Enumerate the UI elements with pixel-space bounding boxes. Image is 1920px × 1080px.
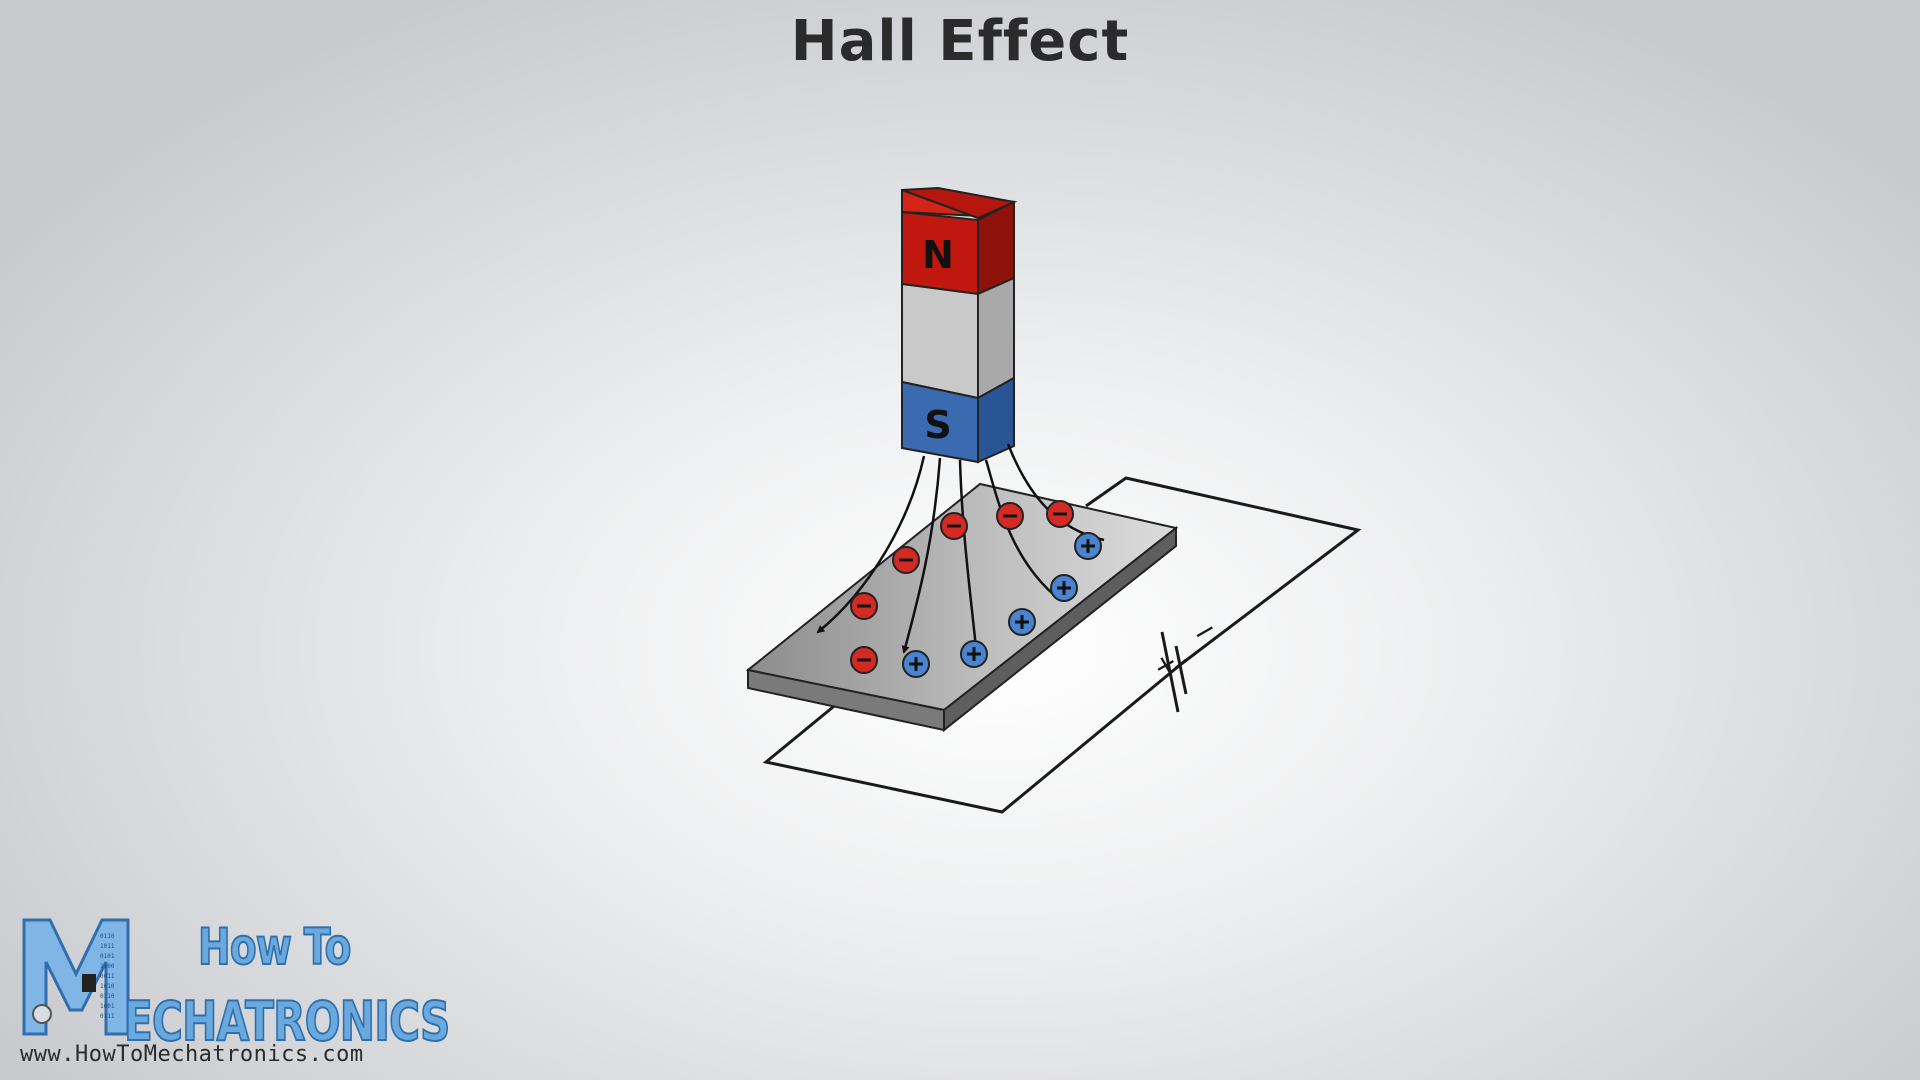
negative-charge-icon bbox=[850, 592, 878, 620]
svg-text:0101: 0101 bbox=[100, 953, 115, 960]
negative-charge-icon bbox=[892, 546, 920, 574]
page-title: Hall Effect bbox=[790, 9, 1130, 74]
positive-charge-icon bbox=[1074, 532, 1102, 560]
negative-charge-icon bbox=[940, 512, 968, 540]
svg-text:1011: 1011 bbox=[100, 943, 115, 950]
negative-charge-icon bbox=[1046, 500, 1074, 528]
logo-line-1: How To bbox=[197, 917, 352, 977]
positive-charge-icon bbox=[1050, 574, 1078, 602]
svg-text:0110: 0110 bbox=[100, 993, 115, 1000]
svg-text:1010: 1010 bbox=[100, 983, 115, 990]
brand-logo: 0110 1011 0101 1100 0011 1010 0110 1001 0111 H… bbox=[14, 910, 451, 1076]
charges bbox=[850, 500, 1102, 678]
negative-charge-icon bbox=[996, 502, 1024, 530]
north-pole-label: N bbox=[922, 233, 954, 277]
svg-text:0110: 0110 bbox=[100, 933, 115, 940]
magnetic-field-lines bbox=[816, 443, 1105, 654]
svg-text:1001: 1001 bbox=[100, 1003, 115, 1010]
svg-text:0111: 0111 bbox=[100, 1013, 115, 1020]
logo-m-icon: 0110 1011 0101 1100 0011 1010 0110 1001 0111 bbox=[22, 918, 130, 1036]
positive-charge-icon bbox=[960, 640, 988, 668]
logo-url: www.HowToMechatronics.com bbox=[20, 1042, 364, 1067]
bar-magnet bbox=[901, 186, 1018, 464]
circuit-wire bbox=[762, 476, 1362, 814]
svg-text:1100: 1100 bbox=[100, 963, 115, 970]
logo-line-2: ECHATRONICS bbox=[123, 989, 451, 1054]
positive-charge-icon bbox=[1008, 608, 1036, 636]
negative-charge-icon bbox=[850, 646, 878, 674]
south-pole-label: S bbox=[924, 403, 951, 447]
battery-minus-label: − bbox=[1186, 611, 1223, 651]
battery-symbol bbox=[1160, 631, 1188, 713]
positive-charge-icon bbox=[902, 650, 930, 678]
svg-text:0011: 0011 bbox=[100, 973, 115, 980]
